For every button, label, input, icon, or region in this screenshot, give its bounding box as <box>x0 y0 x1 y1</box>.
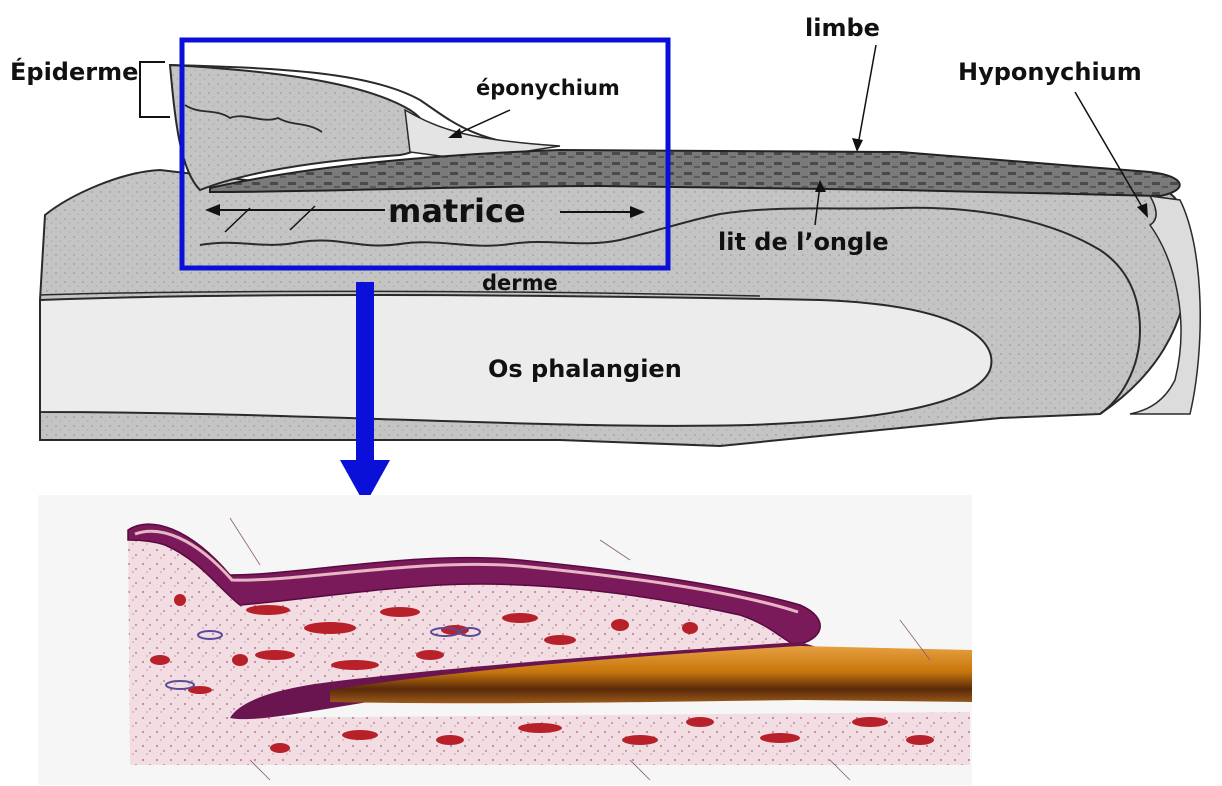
label-eponychium: éponychium <box>476 76 620 100</box>
label-matrice: matrice <box>388 192 526 230</box>
histology-image <box>38 495 972 785</box>
label-hyponychium: Hyponychium <box>958 58 1142 86</box>
epiderme-bracket <box>140 62 170 117</box>
label-derme: derme <box>482 271 558 295</box>
label-os: Os phalangien <box>488 355 682 383</box>
label-lit-de-ongle: lit de l’ongle <box>718 228 889 256</box>
label-epiderme: Épiderme <box>10 57 138 86</box>
label-limbe: limbe <box>805 14 880 42</box>
schematic-finger <box>40 65 1200 446</box>
